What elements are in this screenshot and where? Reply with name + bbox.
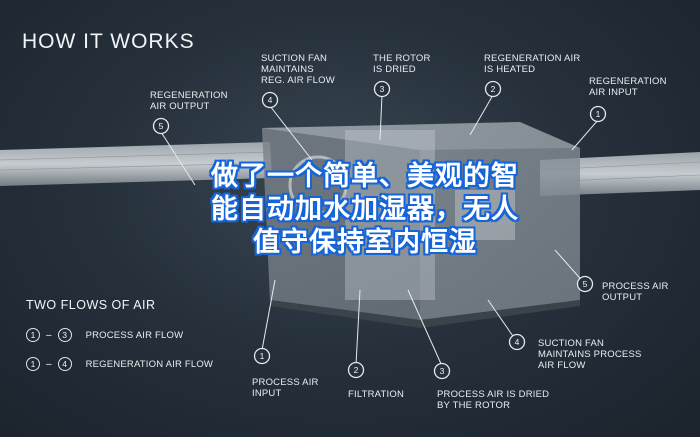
legend-to-badge: 4 [57,357,72,371]
page-title: HOW IT WORKS [22,30,195,53]
label-regen-input: REGENERATION AIR INPUT [589,76,667,98]
label-line: AIR FLOW [538,360,586,371]
label-line: REGENERATION [589,76,667,87]
label-line: PROCESS AIR [602,281,669,292]
label-suction-regen: SUCTION FAN MAINTAINS REG. AIR FLOW [261,53,335,86]
label-line: AIR OUTPUT [150,101,210,112]
overlay-caption: 做了一个简单、美观的智 能自动加水加湿器，无人 值守保持室内恒湿 [85,160,645,259]
label-line: PROCESS AIR [252,377,319,388]
legend-from-badge: 1 [26,328,40,342]
callout-num-suction-regen: 4 [268,95,273,105]
label-line: PROCESS AIR IS DRIED [437,389,550,400]
label-line: REG. AIR FLOW [261,75,335,86]
machine-body [262,122,580,328]
overlay-line: 值守保持室内恒湿 [253,227,477,258]
legend-dash: – [46,358,52,370]
label-line: SUCTION FAN [538,338,605,349]
overlay-line: 能自动加水加湿器，无人 [211,194,519,225]
label-filtration: FILTRATION [348,389,404,400]
overlay-line: 做了一个简单、美观的智 [211,161,519,192]
legend-dash: – [46,329,52,341]
label-regen-heated: REGENERATION AIR IS HEATED [484,53,580,75]
leader-lines [160,94,599,367]
label-line: INPUT [252,388,282,399]
label-line: IS DRIED [373,64,416,75]
callout-numbers: 5 4 3 2 1 5 4 1 2 3 [159,84,601,376]
callout-num-regen-heated: 2 [491,84,496,94]
callout-num-regen-input: 1 [596,109,601,119]
legend-row-regeneration: 1 – 4 REGENERATION AIR FLOW [26,355,213,373]
label-process-dried: PROCESS AIR IS DRIED BY THE ROTOR [437,389,549,411]
left-duct [0,142,272,186]
callout-num-process-dried: 3 [440,366,445,376]
label-line: BY THE ROTOR [437,400,511,411]
label-rotor-dried: THE ROTOR IS DRIED [373,53,431,75]
legend-to-badge: 3 [57,328,72,342]
label-process-input: PROCESS AIR INPUT [252,377,319,399]
label-suction-process: SUCTION FAN MAINTAINS PROCESS AIR FLOW [538,338,642,371]
legend-title: TWO FLOWS OF AIR [26,298,156,312]
callout-num-filtration: 2 [354,365,359,375]
callout-num-process-output: 5 [583,279,588,289]
callout-num-suction-process: 4 [515,337,520,347]
callout-num-regen-output: 5 [159,121,164,131]
label-process-output: PROCESS AIR OUTPUT [602,281,669,303]
label-line: REGENERATION AIR [484,53,581,64]
label-line: MAINTAINS PROCESS [538,349,642,360]
legend-label: PROCESS AIR FLOW [85,329,184,341]
label-line: FILTRATION [348,389,405,400]
callout-circles [152,80,607,380]
label-line: THE ROTOR [373,53,431,64]
label-line: REGENERATION [150,90,228,101]
legend-label: REGENERATION AIR FLOW [85,358,214,370]
label-line: AIR INPUT [589,87,638,98]
label-regen-output: REGENERATION AIR OUTPUT [150,90,228,112]
legend-row-process: 1 – 3 PROCESS AIR FLOW [26,326,183,344]
callout-num-rotor-dried: 3 [380,84,385,94]
label-line: OUTPUT [602,292,643,303]
label-line: IS HEATED [484,64,536,75]
legend-from-badge: 1 [26,357,40,371]
callout-num-process-input: 1 [260,351,265,361]
label-line: MAINTAINS [261,64,314,75]
label-line: SUCTION FAN [261,53,328,64]
